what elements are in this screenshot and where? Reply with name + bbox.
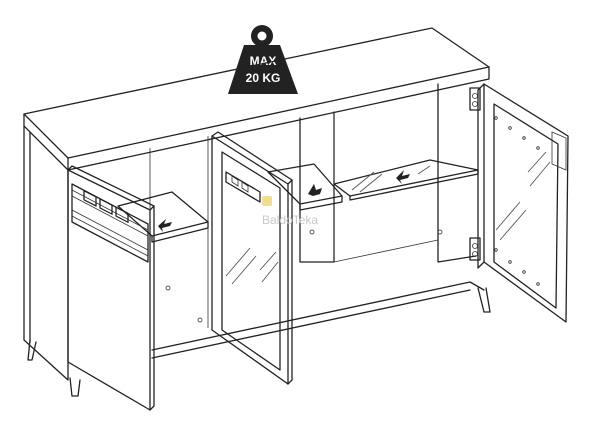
left-legs: [27, 339, 81, 397]
weight-value-label: 20 KG: [246, 71, 281, 85]
baldoteka-logo-icon: [262, 196, 272, 206]
watermark: BaldoTeka: [262, 196, 318, 227]
door-handle-icon: [225, 171, 261, 203]
watermark-text: BaldoTeka: [262, 213, 318, 227]
hinge-icon: [469, 237, 481, 261]
base-rail: [151, 281, 491, 359]
middle-glass-door: [211, 131, 293, 385]
shelf-right: [333, 159, 479, 201]
weight-badge: MAX 20 KG: [228, 25, 298, 94]
left-door: [67, 165, 155, 411]
weight-icon: [228, 25, 298, 94]
hinge-icon: [469, 87, 481, 111]
shelf-middle: [267, 163, 343, 211]
shelf-left: [117, 191, 209, 243]
right-glass-door: [469, 83, 569, 323]
door-handle-icon: [83, 190, 129, 223]
